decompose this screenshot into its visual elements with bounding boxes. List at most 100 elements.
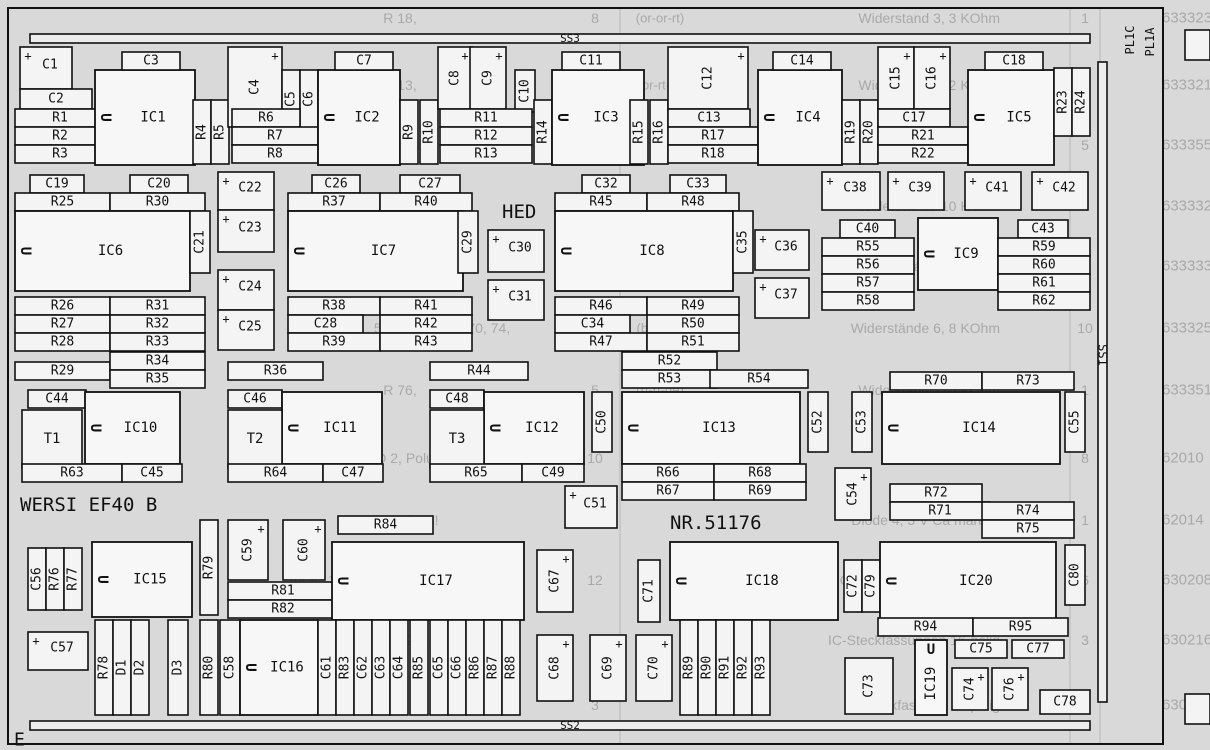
component-c53: C53	[851, 391, 873, 453]
component-outline	[217, 209, 275, 253]
component-label: R50	[681, 317, 704, 332]
component-label: R10	[422, 120, 437, 143]
component-c10: C10	[514, 69, 536, 113]
component-c33: C33	[669, 174, 727, 194]
component-label: R6	[258, 111, 274, 126]
component-outline	[27, 631, 89, 671]
component-outline	[91, 541, 193, 618]
bg-part-code: 633355	[1162, 137, 1210, 154]
bg-part-code: 633321	[1162, 77, 1210, 94]
bg-count: 12	[587, 572, 603, 588]
component-label: R15	[632, 120, 647, 143]
component-c44: C44	[27, 389, 87, 409]
component-r48: R48	[646, 192, 740, 212]
component-c69: +C69	[589, 634, 627, 702]
component-c45: C45	[121, 463, 183, 483]
component-label: IC18	[745, 573, 779, 589]
component-c70: + C70	[635, 634, 673, 702]
component-outline	[757, 69, 843, 166]
plus-icon: +	[492, 232, 499, 246]
component-outline	[419, 99, 439, 165]
component-outline	[199, 519, 219, 616]
component-r9: R9	[399, 99, 419, 165]
component-r50: R50	[646, 314, 740, 334]
ic-notch-icon: U	[486, 424, 502, 432]
component-label: C22	[238, 181, 261, 196]
component-c55: C55	[1064, 391, 1086, 453]
component-r36: R36	[227, 361, 324, 381]
component-outline	[399, 99, 419, 165]
component-c38: +C38	[821, 171, 881, 211]
component-outline	[1071, 67, 1091, 137]
component-ic17: U IC17	[331, 541, 525, 621]
component-label: IC6	[98, 243, 123, 259]
component-t3: T3	[429, 409, 485, 469]
component-r12: R12	[439, 126, 533, 146]
component-label: C70	[647, 656, 662, 679]
component-label: R40	[414, 195, 437, 210]
component-c63: C63	[371, 619, 391, 716]
component-c52: C52	[807, 391, 829, 453]
component-label: C42	[1052, 181, 1075, 196]
component-label: IC17	[419, 573, 453, 589]
component-r60: R60	[997, 255, 1091, 275]
board-marking: HED	[502, 201, 536, 223]
component-r1: R1	[14, 108, 106, 128]
bg-count: 3	[591, 697, 599, 713]
component-label: C79	[864, 574, 879, 597]
component-r59: R59	[997, 237, 1091, 257]
component-label: R39	[322, 335, 345, 350]
component-label: C30	[508, 241, 531, 256]
component-label: C29	[461, 230, 476, 253]
component-label: R76	[48, 567, 63, 590]
strip-outline	[1097, 61, 1108, 703]
component-label: C33	[686, 177, 709, 192]
component-r81: R81	[227, 581, 339, 601]
component-r17: R17	[667, 126, 759, 146]
component-c74: +C74	[951, 667, 989, 711]
component-outline	[331, 541, 525, 621]
component-label: C54	[846, 482, 861, 506]
component-label: IC2	[354, 110, 379, 126]
bg-quantity: 1	[1081, 382, 1089, 398]
component-outline	[637, 559, 661, 623]
component-outline	[210, 99, 230, 165]
component-label: R79	[202, 556, 217, 579]
plus-icon: +	[939, 49, 946, 63]
component-label: C47	[341, 466, 364, 481]
component-label: IC11	[323, 420, 357, 436]
component-r61: R61	[997, 273, 1091, 293]
component-c34: C34	[554, 314, 631, 334]
component-c75: C75	[954, 639, 1008, 659]
component-label: C36	[774, 240, 797, 255]
component-outline	[984, 51, 1044, 71]
plus-icon: +	[737, 49, 744, 63]
component-r44: R44	[429, 361, 529, 381]
component-c31: +C31	[487, 279, 545, 321]
component-r89: R89	[679, 619, 699, 716]
component-label: IC19	[923, 667, 939, 701]
component-label: R72	[924, 486, 947, 501]
ic-notch-icon: U	[334, 577, 350, 585]
component-c12: + C12	[667, 46, 749, 110]
component-label: R66	[656, 466, 679, 481]
component-label: C74	[963, 677, 978, 701]
component-c80: C80	[1064, 544, 1086, 606]
component-c9: +C9	[469, 46, 507, 110]
component-label: R4	[195, 124, 210, 140]
plus-icon: +	[661, 637, 668, 651]
plus-icon: +	[759, 280, 766, 294]
component-outline	[1064, 391, 1086, 453]
component-label: R73	[1016, 374, 1039, 389]
component-r53: R53	[621, 369, 718, 389]
component-label: C12	[701, 66, 716, 89]
plus-icon: +	[860, 470, 867, 484]
component-r71: R71	[889, 501, 991, 521]
component-c46: C46	[227, 389, 283, 409]
bg-part-code: 633325	[1162, 320, 1210, 337]
component-label: R7	[267, 129, 283, 144]
component-outline	[287, 210, 464, 292]
